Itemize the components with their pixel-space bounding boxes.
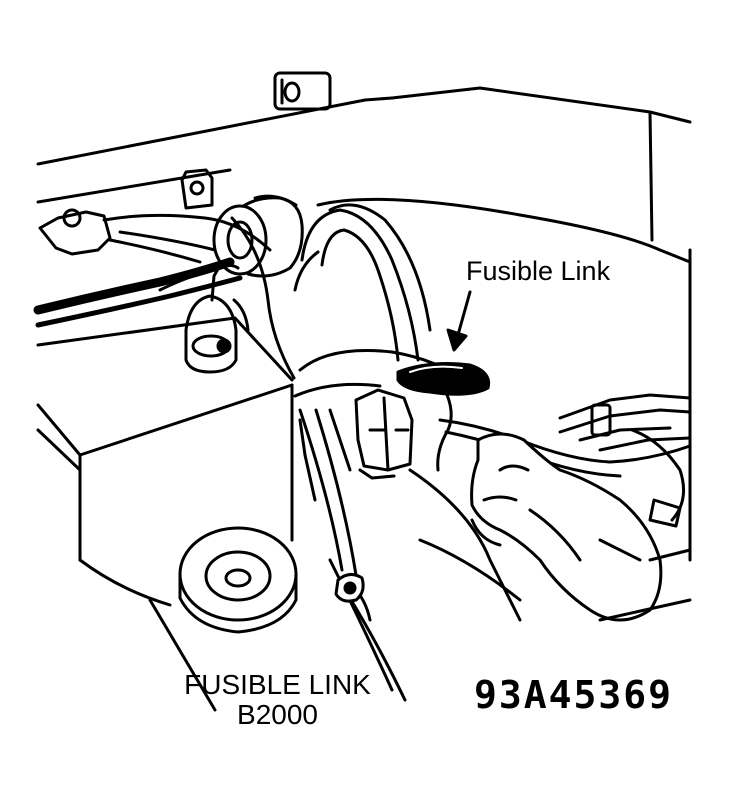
connector-block xyxy=(354,388,414,480)
mounting-bracket xyxy=(180,168,214,210)
callout-label-fusible-link: Fusible Link xyxy=(466,256,611,286)
right-harness-bundle xyxy=(438,393,692,528)
figure-code: 93A45369 xyxy=(474,673,674,717)
ring-terminal xyxy=(38,208,272,256)
fender-outline xyxy=(36,86,692,264)
battery-cable-bundle xyxy=(33,230,243,328)
callout-arrow xyxy=(446,290,472,352)
battery-case xyxy=(36,316,294,607)
wiring-harness xyxy=(230,216,472,577)
fusible-link-element xyxy=(396,362,491,472)
cable-clip xyxy=(334,573,365,603)
battery-terminal-clamp xyxy=(184,260,250,374)
reservoir-cap xyxy=(178,526,298,634)
cable-loop xyxy=(293,203,432,362)
lower-frame-lines xyxy=(148,248,692,712)
figure-caption: FUSIBLE LINK B2000 xyxy=(160,670,395,730)
caption-title: FUSIBLE LINK xyxy=(184,669,371,700)
hood-bumper xyxy=(273,71,332,111)
caption-model: B2000 xyxy=(237,699,318,730)
harness-connector-body xyxy=(470,432,663,622)
